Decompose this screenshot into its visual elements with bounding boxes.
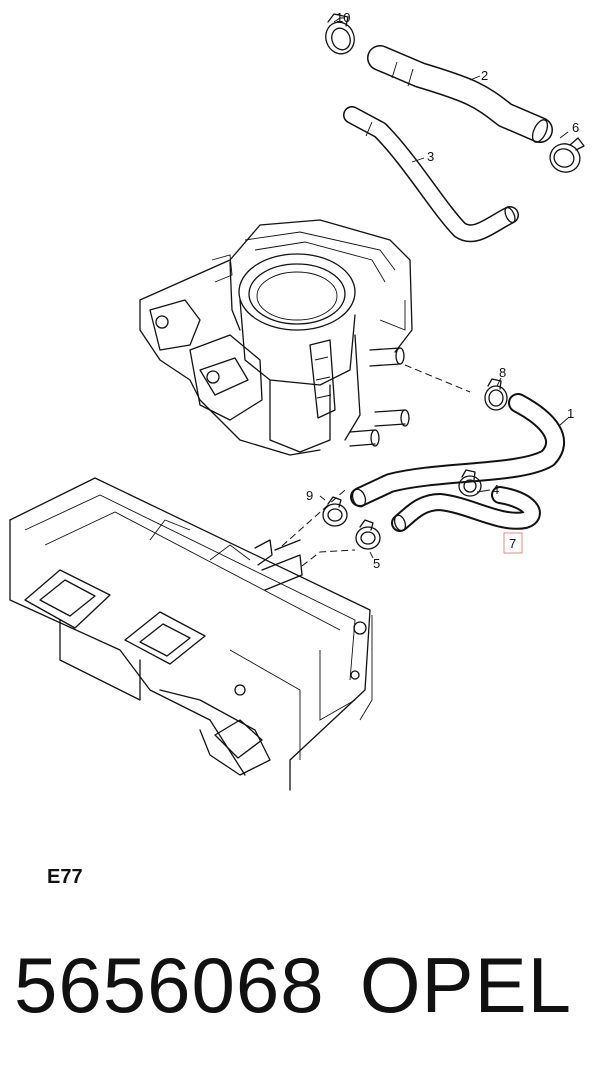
callout-7-box <box>503 532 523 554</box>
cylinder-head <box>9 477 373 791</box>
brand-name: OPEL <box>359 941 572 1029</box>
hose-1 <box>350 393 566 508</box>
clamp-5 <box>355 519 381 550</box>
callout-7: 7 <box>509 536 516 551</box>
callout-3: 3 <box>427 149 434 164</box>
callout-1: 1 <box>567 406 574 421</box>
guide-line-hose1 <box>404 364 471 393</box>
callout-6: 6 <box>572 120 579 135</box>
callout-4: 4 <box>492 482 499 497</box>
hose-3 <box>343 106 519 243</box>
clamp-10 <box>325 13 355 55</box>
guide-line-lower <box>301 549 356 567</box>
diagram-code: E77 <box>47 866 83 888</box>
footer: 5656068 OPEL <box>14 940 586 1040</box>
callout-7-highlight[interactable]: 7 <box>503 532 523 554</box>
part-number: 5656068 <box>14 941 325 1029</box>
callout-8: 8 <box>499 365 506 380</box>
parts-diagram: 10 2 3 6 8 1 4 9 5 7 <box>9 10 585 791</box>
hose-4 <box>391 486 541 532</box>
clamp-9 <box>322 496 348 527</box>
callout-10: 10 <box>336 10 350 25</box>
hose-2 <box>367 45 553 143</box>
callout-9: 9 <box>306 488 313 503</box>
guide-line-upper <box>281 489 346 547</box>
throttle-body <box>139 219 413 456</box>
clamp-8 <box>484 378 508 411</box>
callout-5: 5 <box>373 556 380 571</box>
clamp-6 <box>549 137 585 173</box>
callout-2: 2 <box>481 68 488 83</box>
clamp-4 <box>458 469 482 497</box>
